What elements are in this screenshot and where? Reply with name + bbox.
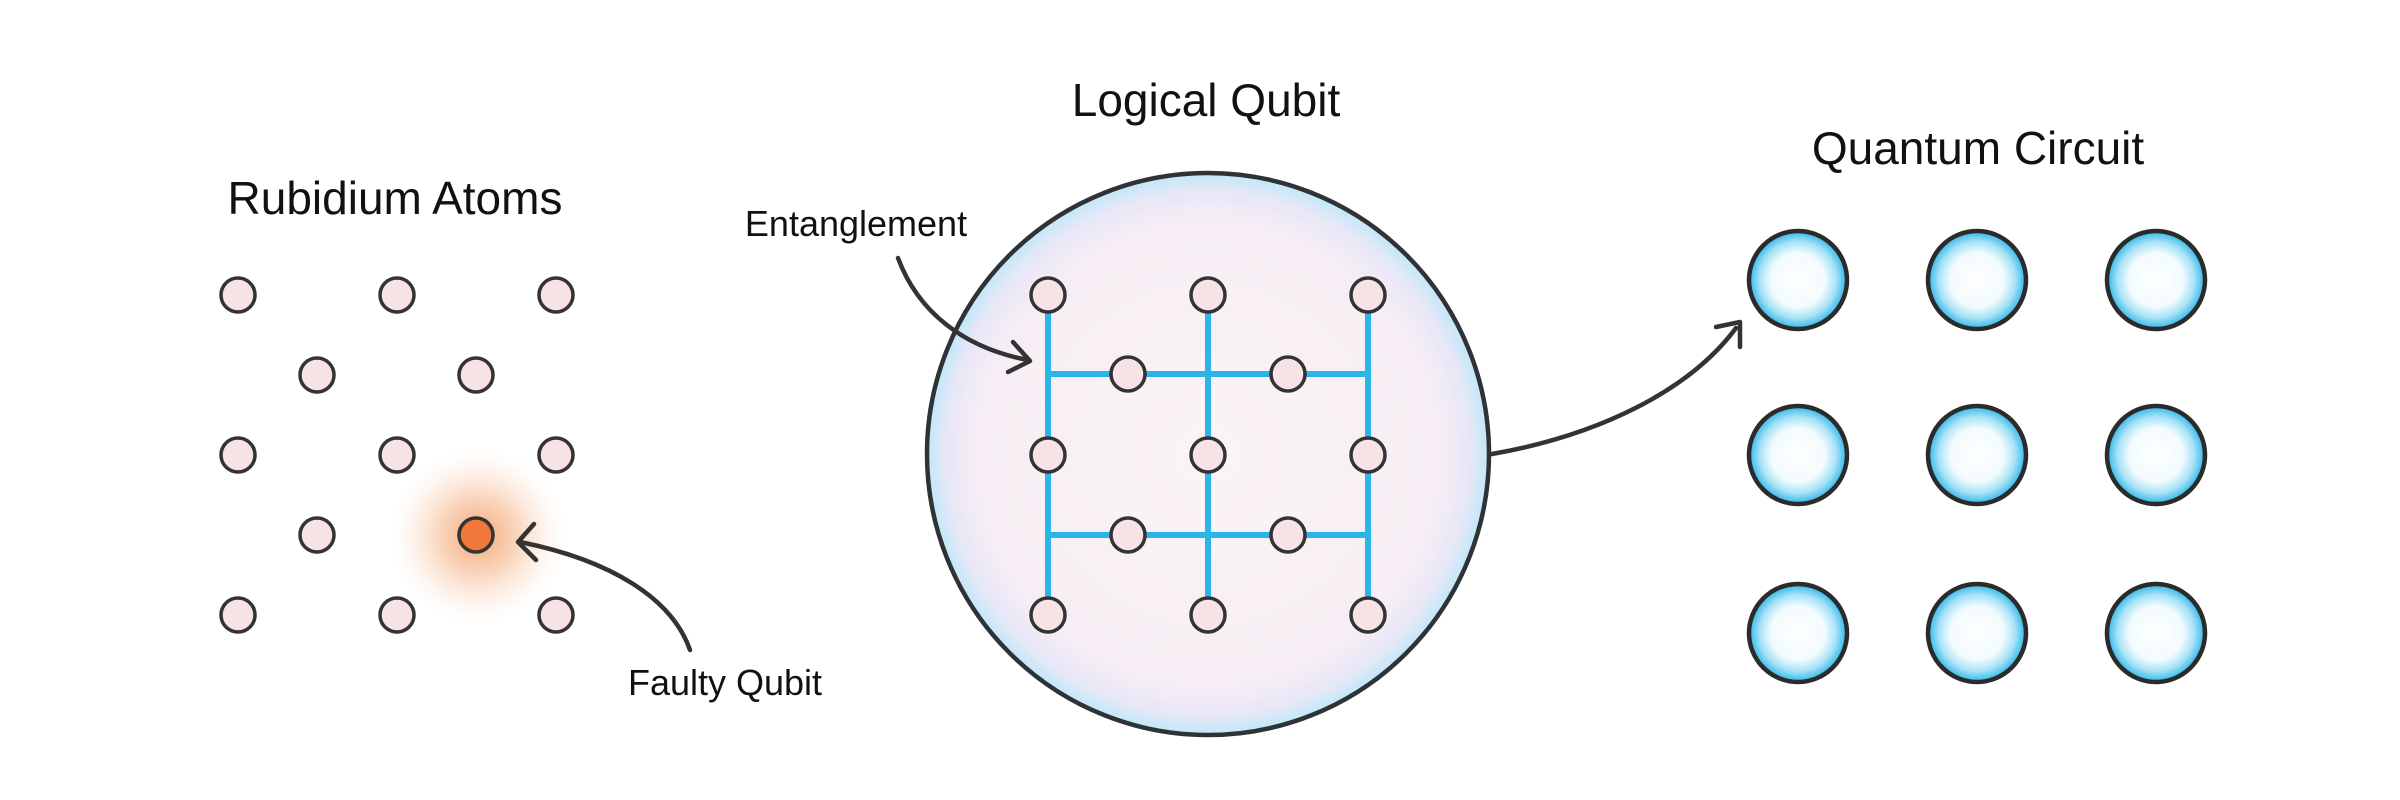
logical-atom [1029,436,1067,474]
logical-atom [1189,596,1227,634]
circuit-qubit [1925,403,2029,507]
logical-qubit-title: Logical Qubit [1072,74,1341,126]
logical-atom [1029,276,1067,314]
rubidium-atom-grid [219,276,575,634]
rubidium-atom [378,276,416,314]
logical-qubit-atoms [1029,276,1387,634]
circuit-qubit [2104,581,2208,685]
rubidium-atom [298,516,336,554]
logical-atom [1109,516,1147,554]
circuit-qubit [1925,581,2029,685]
rubidium-atom [298,356,336,394]
faulty-qubit-label: Faulty Qubit [628,662,822,703]
logical-atom [1109,355,1147,393]
rubidium-atom [537,596,575,634]
circuit-qubit [1746,581,1850,685]
rubidium-atoms-panel: Rubidium Atoms Faulty Qubit [219,172,822,703]
rubidium-atom [219,596,257,634]
faulty-qubit-atom [457,516,495,554]
logical-atom [1269,516,1307,554]
rubidium-atom [219,276,257,314]
faulty-qubit-arrow [515,521,693,653]
rubidium-atom [219,436,257,474]
logical-atom [1349,276,1387,314]
logical-atom [1029,596,1067,634]
rubidium-atom [537,276,575,314]
quantum-circuit-panel: Quantum Circuit [1746,122,2208,685]
circuit-qubit [2104,403,2208,507]
logical-atom [1269,355,1307,393]
logical-atom [1349,436,1387,474]
entanglement-arrow [895,255,1033,375]
entanglement-label: Entanglement [745,203,967,244]
logical-to-circuit-arrow [1489,319,1743,457]
circuit-qubit [2104,228,2208,332]
circuit-qubit [1925,228,2029,332]
circuit-qubit-grid [1746,228,2208,685]
circuit-qubit [1746,403,1850,507]
rubidium-atom [457,356,495,394]
logical-qubit-panel: Logical Qubit Entanglement [745,74,1492,738]
rubidium-atom [378,596,416,634]
circuit-qubit [1746,228,1850,332]
quantum-circuit-title: Quantum Circuit [1812,122,2145,174]
rubidium-atom [537,436,575,474]
logical-atom [1189,276,1227,314]
logical-atom [1189,436,1227,474]
rubidium-atoms-title: Rubidium Atoms [228,172,563,224]
rubidium-atom [378,436,416,474]
logical-atom [1349,596,1387,634]
